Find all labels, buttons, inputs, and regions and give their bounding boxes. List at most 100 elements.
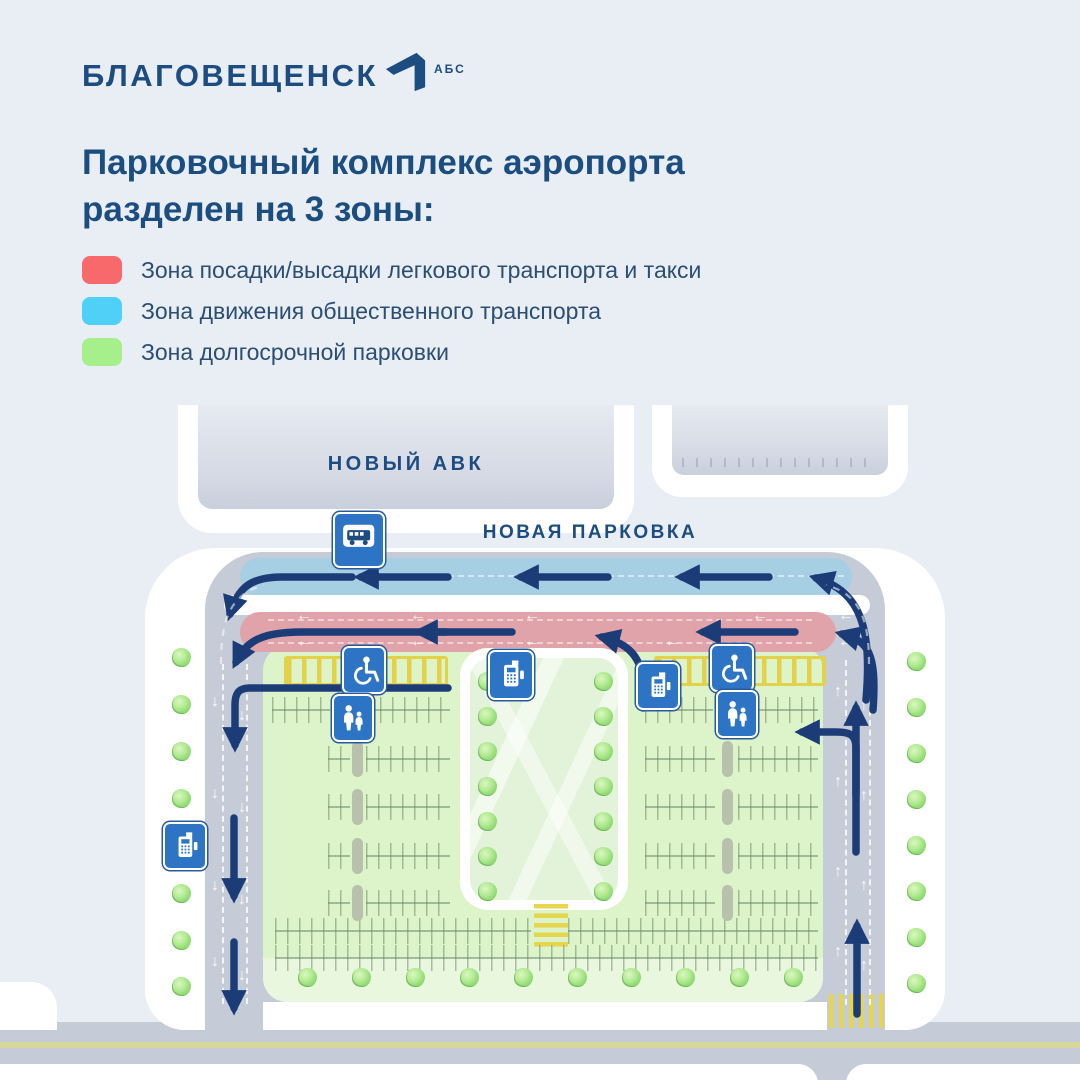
parking-row bbox=[738, 890, 818, 916]
tree-icon bbox=[622, 968, 641, 987]
tree-icon bbox=[907, 744, 926, 763]
parking-divider bbox=[722, 741, 733, 777]
tree-icon bbox=[172, 648, 191, 667]
family-parking-sign bbox=[716, 690, 758, 738]
lane-arrow: ← bbox=[296, 607, 312, 624]
legend: Зона посадки/высадки легкового транспорт… bbox=[82, 256, 701, 366]
lane-arrow: ↓ bbox=[211, 953, 219, 970]
tree-icon bbox=[907, 652, 926, 671]
parking-divider bbox=[722, 838, 733, 874]
lane-arrow: ↑ bbox=[834, 863, 842, 880]
south-block-left bbox=[0, 1064, 818, 1080]
tree-icon bbox=[594, 812, 613, 831]
parking-row bbox=[645, 746, 715, 772]
tree-icon bbox=[594, 742, 613, 761]
south-curb-gap bbox=[263, 1002, 827, 1030]
parking-divider bbox=[352, 885, 363, 921]
tree-icon bbox=[594, 672, 613, 691]
parking-row bbox=[568, 918, 818, 944]
legend-swatch-blue bbox=[82, 297, 122, 325]
tree-icon bbox=[172, 742, 191, 761]
parking-row bbox=[328, 843, 350, 869]
parking-divider bbox=[722, 789, 733, 825]
lane-arrow: ↓ bbox=[238, 707, 246, 724]
tree-icon bbox=[478, 847, 497, 866]
tree-icon bbox=[907, 836, 926, 855]
lane-divider-island bbox=[224, 595, 870, 615]
tree-icon bbox=[907, 790, 926, 809]
tree-icon bbox=[172, 695, 191, 714]
tree-icon bbox=[478, 777, 497, 796]
lane-arrow: ↓ bbox=[238, 967, 246, 984]
lane-arrow: ↑ bbox=[834, 943, 842, 960]
parking-row bbox=[738, 843, 818, 869]
tree-icon bbox=[594, 777, 613, 796]
parking-row bbox=[738, 794, 818, 820]
tree-icon bbox=[478, 742, 497, 761]
lane-arrow: ← bbox=[296, 633, 312, 650]
lane-arrow: ← bbox=[838, 607, 854, 624]
lane-arrow: ← bbox=[410, 607, 426, 624]
terminal-building: НОВЫЙ АВК bbox=[198, 405, 614, 509]
lane-line bbox=[268, 619, 812, 621]
logo: БЛАГОВЕЩЕНСК АБС bbox=[82, 46, 466, 99]
crosswalk-south bbox=[829, 994, 887, 1028]
parking-row bbox=[366, 843, 450, 869]
tree-icon bbox=[406, 968, 425, 987]
southwest-corner-block bbox=[0, 982, 57, 1030]
lane-arrow: ← bbox=[664, 633, 680, 650]
south-block-right bbox=[846, 1064, 1080, 1080]
lane-arrow: ↑ bbox=[860, 697, 868, 714]
parking-divider bbox=[352, 838, 363, 874]
parking-row bbox=[645, 794, 715, 820]
tree-icon bbox=[730, 968, 749, 987]
tree-icon bbox=[907, 698, 926, 717]
lane-line bbox=[222, 664, 224, 1004]
parking-row bbox=[738, 746, 818, 772]
lane-arrow: ← bbox=[524, 633, 540, 650]
lane-line bbox=[845, 660, 847, 1005]
tree-icon bbox=[784, 968, 803, 987]
tree-icon bbox=[514, 968, 533, 987]
parked-cars-marks bbox=[682, 458, 878, 467]
lane-line bbox=[268, 575, 844, 577]
crosswalk-center bbox=[534, 904, 568, 950]
lane-arrow: ← bbox=[524, 607, 540, 624]
parking-divider bbox=[352, 741, 363, 777]
lane-arrow: ← bbox=[410, 633, 426, 650]
public-transport-lane bbox=[240, 558, 852, 596]
logo-city-text: БЛАГОВЕЩЕНСК bbox=[82, 58, 378, 93]
tree-icon bbox=[907, 928, 926, 947]
payment-terminal-sign bbox=[636, 662, 680, 710]
lane-arrow: ↑ bbox=[860, 877, 868, 894]
parking-row bbox=[272, 697, 330, 723]
tree-icon bbox=[172, 931, 191, 950]
logo-arrow-icon bbox=[384, 46, 428, 99]
legend-swatch-red bbox=[82, 256, 122, 284]
road-center-line bbox=[0, 1042, 1080, 1048]
tree-icon bbox=[478, 882, 497, 901]
parking-row bbox=[275, 918, 531, 944]
tree-icon bbox=[594, 707, 613, 726]
parking-row bbox=[366, 746, 450, 772]
bus-stop-sign bbox=[333, 512, 385, 568]
page-title: Парковочный комплекс аэропорта разделен … bbox=[82, 143, 685, 229]
accessible-parking-sign bbox=[710, 644, 754, 692]
legend-item-dropoff: Зона посадки/высадки легкового транспорт… bbox=[82, 256, 701, 284]
parking-row bbox=[328, 746, 350, 772]
lane-arrow: ↑ bbox=[860, 787, 868, 804]
parking-row bbox=[645, 890, 715, 916]
parking-row bbox=[328, 794, 350, 820]
tree-icon bbox=[460, 968, 479, 987]
parking-divider bbox=[352, 789, 363, 825]
lane-arrow: ↑ bbox=[860, 957, 868, 974]
lane-line bbox=[246, 664, 248, 1004]
legend-item-long-term: Зона долгосрочной парковки bbox=[82, 338, 701, 366]
parking-row bbox=[645, 843, 715, 869]
tree-icon bbox=[172, 789, 191, 808]
lane-arrow: ↑ bbox=[834, 683, 842, 700]
lane-arrow: ← bbox=[838, 633, 854, 650]
parking-row bbox=[328, 890, 350, 916]
parking-row bbox=[753, 697, 818, 723]
